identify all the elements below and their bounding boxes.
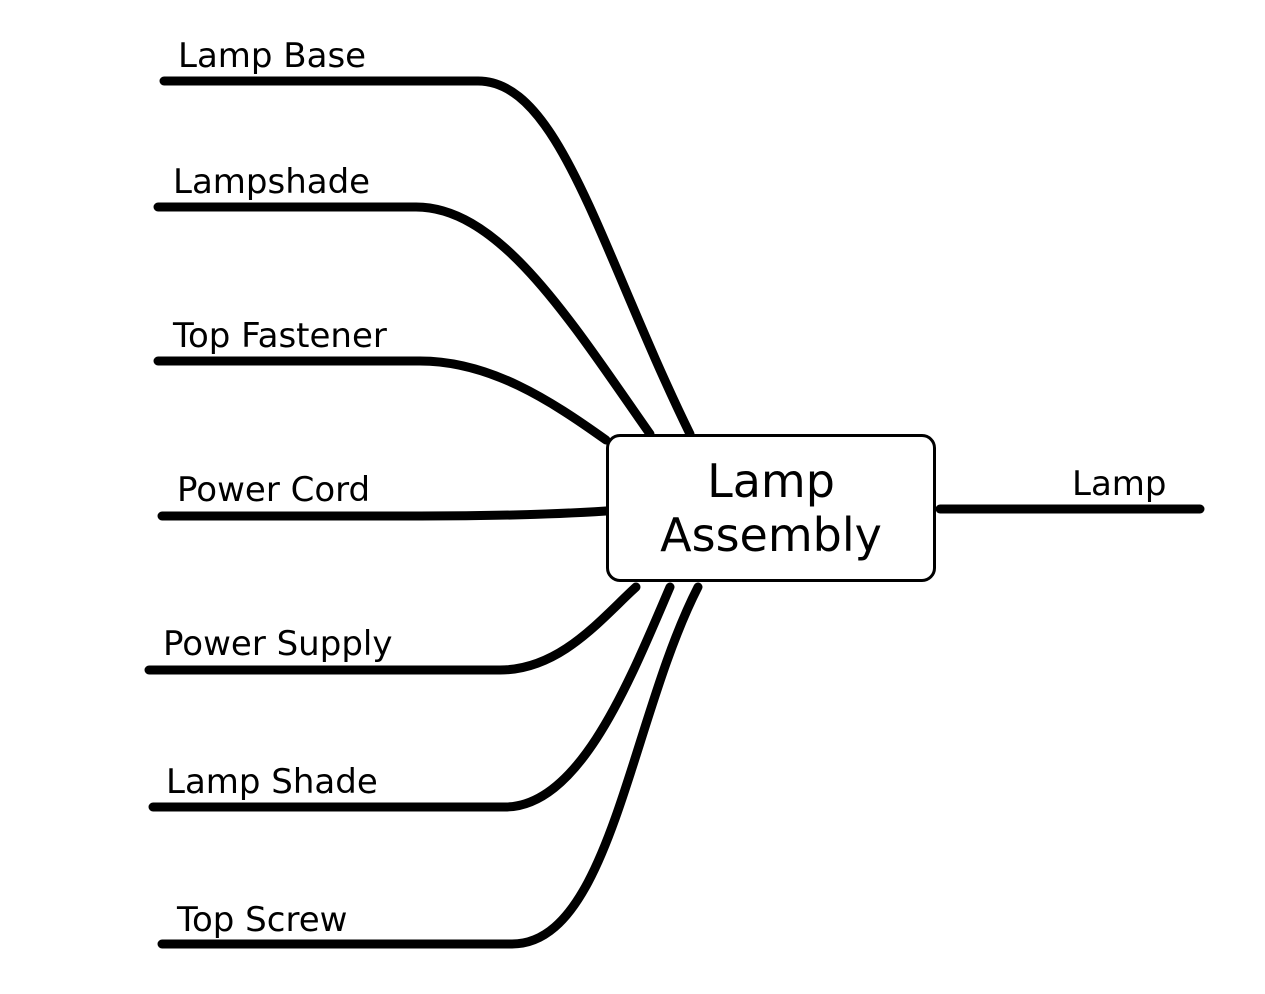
branch-line-lamp-shade bbox=[148, 582, 675, 812]
branch-label-power-supply[interactable]: Power Supply bbox=[163, 624, 393, 664]
central-topic-node[interactable]: Lamp Assembly bbox=[606, 434, 936, 582]
central-topic-line-1: Lamp bbox=[707, 454, 835, 508]
branch-label-lamp-shade[interactable]: Lamp Shade bbox=[166, 762, 378, 802]
branch-label-lamp[interactable]: Lamp bbox=[1072, 464, 1167, 504]
branch-line-lampshade bbox=[153, 202, 655, 439]
branch-line-top-screw bbox=[157, 582, 703, 949]
branch-line-power-supply bbox=[144, 582, 641, 675]
branch-line-power-cord bbox=[157, 506, 611, 521]
branch-line-top-fastener bbox=[153, 356, 611, 445]
branch-line-lamp-base bbox=[159, 76, 695, 439]
branch-label-top-screw[interactable]: Top Screw bbox=[177, 900, 348, 940]
branch-label-lampshade[interactable]: Lampshade bbox=[173, 162, 371, 202]
central-topic-line-2: Assembly bbox=[660, 508, 882, 562]
branch-label-lamp-base[interactable]: Lamp Base bbox=[178, 36, 367, 76]
branch-label-top-fastener[interactable]: Top Fastener bbox=[173, 316, 387, 356]
branch-label-power-cord[interactable]: Power Cord bbox=[177, 470, 371, 510]
